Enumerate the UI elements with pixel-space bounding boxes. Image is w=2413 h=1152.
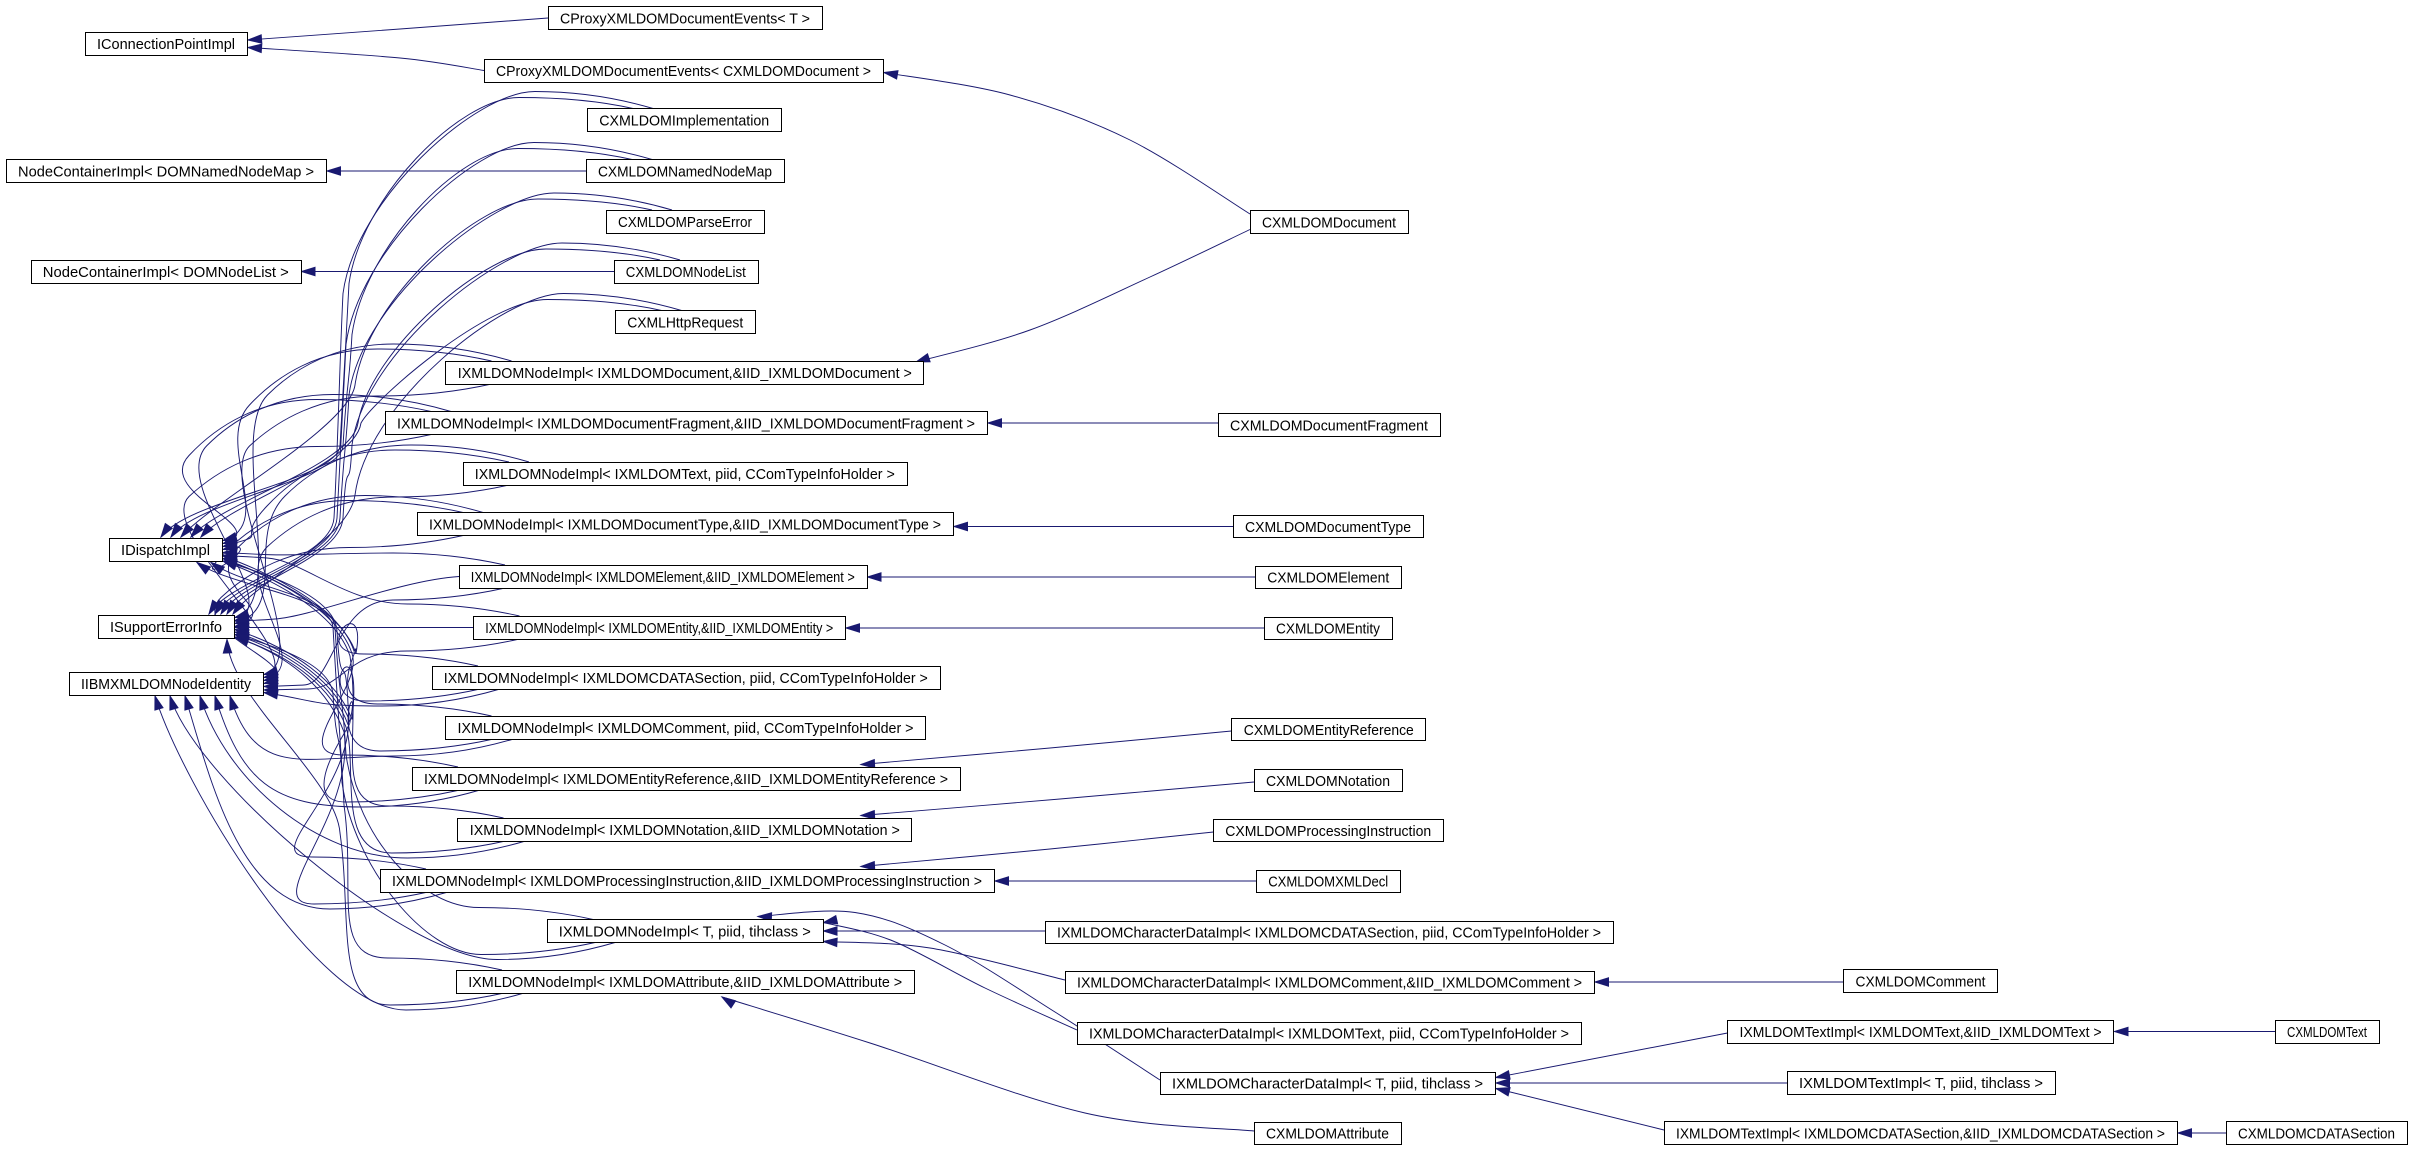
svg-text:CXMLHttpRequest: CXMLHttpRequest <box>627 314 744 331</box>
svg-text:CXMLDOMEntityReference: CXMLDOMEntityReference <box>1244 722 1414 739</box>
svg-text:CXMLDOMText: CXMLDOMText <box>2287 1024 2368 1041</box>
svg-text:NodeContainerImpl< DOMNamedNod: NodeContainerImpl< DOMNamedNodeMap > <box>18 163 314 180</box>
svg-text:CXMLDOMNotation: CXMLDOMNotation <box>1266 773 1390 790</box>
svg-text:CXMLDOMEntity: CXMLDOMEntity <box>1276 620 1380 637</box>
svg-text:CXMLDOMXMLDecl: CXMLDOMXMLDecl <box>1268 873 1388 890</box>
svg-text:CProxyXMLDOMDocumentEvents< T: CProxyXMLDOMDocumentEvents< T > <box>560 10 810 27</box>
svg-text:IXMLDOMCharacterDataImpl< IXML: IXMLDOMCharacterDataImpl< IXMLDOMText, p… <box>1089 1025 1569 1042</box>
svg-text:IXMLDOMNodeImpl< IXMLDOMDocume: IXMLDOMNodeImpl< IXMLDOMDocumentFragment… <box>397 415 975 432</box>
svg-text:IXMLDOMCharacterDataImpl< IXML: IXMLDOMCharacterDataImpl< IXMLDOMComment… <box>1077 975 1582 992</box>
svg-text:CXMLDOMElement: CXMLDOMElement <box>1267 569 1390 586</box>
svg-text:IXMLDOMNodeImpl< IXMLDOMEntity: IXMLDOMNodeImpl< IXMLDOMEntityReference,… <box>424 771 948 788</box>
svg-text:CXMLDOMProcessingInstruction: CXMLDOMProcessingInstruction <box>1225 823 1431 840</box>
svg-text:IIBMXMLDOMNodeIdentity: IIBMXMLDOMNodeIdentity <box>81 676 251 693</box>
svg-text:CXMLDOMImplementation: CXMLDOMImplementation <box>599 112 769 129</box>
svg-text:CXMLDOMDocumentFragment: CXMLDOMDocumentFragment <box>1230 417 1429 434</box>
svg-text:IXMLDOMNodeImpl< IXMLDOMAttrib: IXMLDOMNodeImpl< IXMLDOMAttribute,&IID_I… <box>468 974 902 991</box>
svg-text:CProxyXMLDOMDocumentEvents< CX: CProxyXMLDOMDocumentEvents< CXMLDOMDocum… <box>496 63 871 80</box>
svg-text:IDispatchImpl: IDispatchImpl <box>121 542 210 559</box>
svg-text:CXMLDOMNodeList: CXMLDOMNodeList <box>626 264 747 281</box>
svg-text:CXMLDOMDocumentType: CXMLDOMDocumentType <box>1245 519 1411 536</box>
svg-text:CXMLDOMCDATASection: CXMLDOMCDATASection <box>2238 1125 2395 1142</box>
svg-text:IXMLDOMNodeImpl< IXMLDOMCDATAS: IXMLDOMNodeImpl< IXMLDOMCDATASection, pi… <box>444 670 928 687</box>
svg-text:CXMLDOMParseError: CXMLDOMParseError <box>618 214 752 231</box>
svg-text:CXMLDOMDocument: CXMLDOMDocument <box>1262 214 1397 231</box>
svg-text:IXMLDOMCharacterDataImpl< T, p: IXMLDOMCharacterDataImpl< T, piid, tihcl… <box>1172 1075 1483 1092</box>
svg-text:CXMLDOMNamedNodeMap: CXMLDOMNamedNodeMap <box>598 163 772 180</box>
svg-text:IXMLDOMNodeImpl< IXMLDOMEntity: IXMLDOMNodeImpl< IXMLDOMEntity,&IID_IXML… <box>485 620 833 637</box>
svg-text:IXMLDOMTextImpl< T, piid, tihc: IXMLDOMTextImpl< T, piid, tihclass > <box>1799 1075 2043 1092</box>
svg-text:IXMLDOMNodeImpl< IXMLDOMNotati: IXMLDOMNodeImpl< IXMLDOMNotation,&IID_IX… <box>470 822 900 839</box>
svg-text:IXMLDOMNodeImpl< T, piid, tihc: IXMLDOMNodeImpl< T, piid, tihclass > <box>559 923 811 940</box>
svg-text:IXMLDOMNodeImpl< IXMLDOMDocume: IXMLDOMNodeImpl< IXMLDOMDocument,&IID_IX… <box>458 365 912 382</box>
svg-text:IXMLDOMNodeImpl< IXMLDOMElemen: IXMLDOMNodeImpl< IXMLDOMElement,&IID_IXM… <box>471 569 855 586</box>
svg-text:IXMLDOMNodeImpl< IXMLDOMProces: IXMLDOMNodeImpl< IXMLDOMProcessingInstru… <box>392 873 982 890</box>
svg-text:NodeContainerImpl< DOMNodeList: NodeContainerImpl< DOMNodeList > <box>43 264 289 281</box>
svg-text:IXMLDOMCharacterDataImpl< IXML: IXMLDOMCharacterDataImpl< IXMLDOMCDATASe… <box>1057 925 1601 942</box>
svg-text:CXMLDOMComment: CXMLDOMComment <box>1856 973 1987 990</box>
svg-text:IConnectionPointImpl: IConnectionPointImpl <box>97 36 235 53</box>
svg-text:IXMLDOMTextImpl< IXMLDOMCDATAS: IXMLDOMTextImpl< IXMLDOMCDATASection,&II… <box>1676 1125 2165 1142</box>
svg-text:IXMLDOMNodeImpl< IXMLDOMCommen: IXMLDOMNodeImpl< IXMLDOMComment, piid, C… <box>458 720 914 737</box>
svg-text:CXMLDOMAttribute: CXMLDOMAttribute <box>1266 1126 1389 1143</box>
svg-text:IXMLDOMTextImpl< IXMLDOMText,&: IXMLDOMTextImpl< IXMLDOMText,&IID_IXMLDO… <box>1740 1024 2102 1041</box>
svg-text:IXMLDOMNodeImpl< IXMLDOMDocume: IXMLDOMNodeImpl< IXMLDOMDocumentType,&II… <box>429 516 941 533</box>
svg-text:IXMLDOMNodeImpl< IXMLDOMText,: IXMLDOMNodeImpl< IXMLDOMText, piid, CCom… <box>475 466 895 483</box>
svg-text:ISupportErrorInfo: ISupportErrorInfo <box>110 619 222 636</box>
